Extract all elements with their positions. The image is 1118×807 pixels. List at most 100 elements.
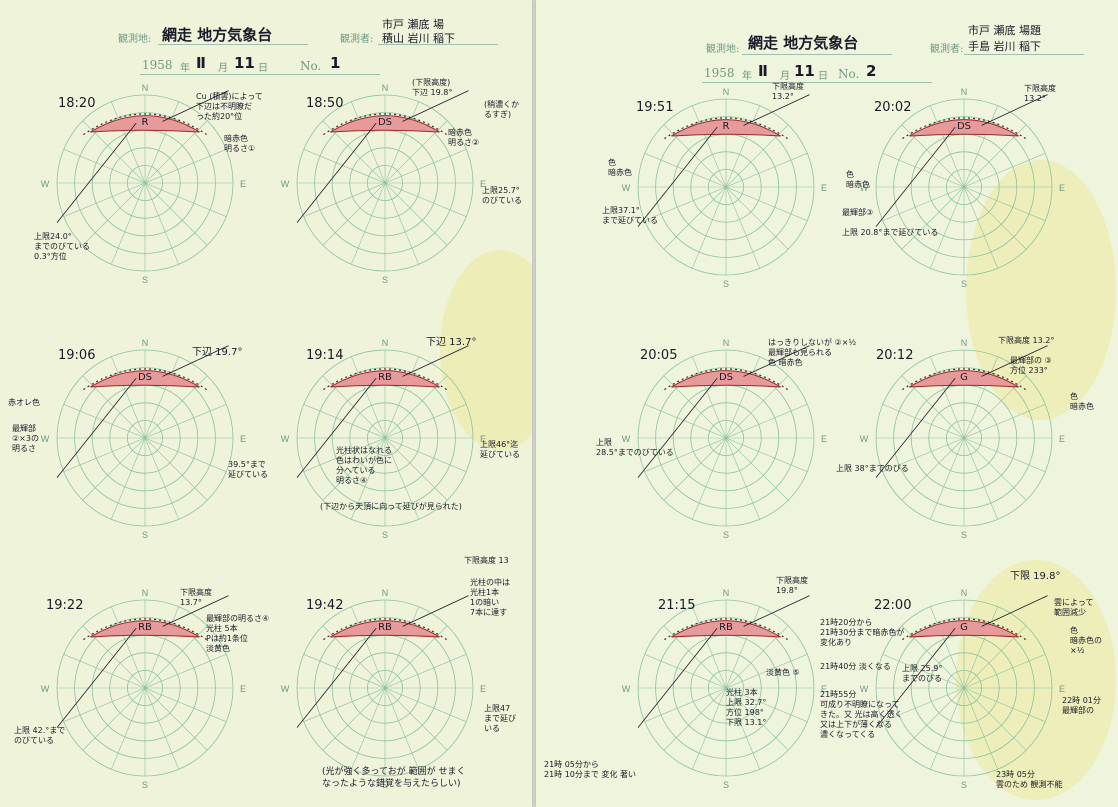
horizon-hatch (664, 368, 788, 391)
panel-note: 最輝部③ (842, 208, 874, 217)
panel-note: 23時 05分 雲のため 観測不能 (996, 770, 1063, 789)
compass-n: N (961, 87, 968, 97)
panel-note: 上限 42.°まで のびている (14, 726, 66, 745)
annotation-pointer (743, 595, 810, 627)
panel-note: 最輝部 ②×3の 明るさ (12, 424, 39, 453)
compass-e: E (480, 179, 486, 189)
panel-note: 色 暗赤色 (608, 158, 632, 177)
compass-s: S (961, 780, 967, 790)
compass-e: E (1059, 434, 1065, 444)
panel-time: 18:50 (306, 96, 344, 111)
date-day: 11 (794, 62, 815, 80)
observers-line1: 市戸 瀬底 場題 (968, 24, 1041, 37)
compass-w: W (622, 434, 631, 444)
date-day-unit: 日 (258, 63, 268, 74)
paper-stain (440, 250, 532, 450)
site-underline (742, 54, 892, 55)
site-label: 観測地: (118, 34, 152, 45)
panel-note: 下限高度 13.2° (1024, 84, 1056, 103)
aurora-band (90, 370, 200, 388)
aurora-form-label: DS (719, 372, 733, 383)
compass-n: N (142, 588, 149, 598)
azimuth-line (63, 149, 227, 217)
panel-note: 22時 01分 最輝部の (1062, 696, 1101, 715)
compass-s: S (723, 279, 729, 289)
panel-note: 下辺 19.7° (192, 347, 243, 358)
aurora-form-label: DS (957, 121, 971, 132)
panel-note: 下限高度 19.8° (776, 576, 808, 595)
panel-note: 光柱状はなれる 色はわいが色に 分へている 明るさ④ (336, 446, 392, 485)
azimuth-line (644, 153, 808, 221)
panel-note: 上限 20.8°まで延びている (842, 228, 939, 237)
aurora-band (330, 370, 440, 388)
observer-label: 観測者: (930, 44, 964, 55)
observers-line2: 積山 岩川 稲下 (382, 32, 455, 45)
annotation-pointer (56, 122, 137, 223)
compass-e: E (480, 434, 486, 444)
azimuth-line (644, 404, 808, 472)
panel-note: 上限47 まで延び いる (484, 704, 516, 733)
compass-w: W (281, 434, 290, 444)
annotation-pointer (296, 122, 377, 223)
panel-time: 22:00 (874, 598, 912, 613)
panel-note: 下辺 13.7° (426, 337, 477, 348)
compass-w: W (860, 434, 869, 444)
compass-n: N (723, 588, 730, 598)
compass-s: S (382, 530, 388, 540)
panel-note: 暗赤色 明るさ② (448, 128, 480, 147)
compass-e: E (821, 684, 827, 694)
compass-w: W (860, 183, 869, 193)
aurora-form-label: R (723, 121, 730, 132)
azimuth-line (63, 404, 227, 472)
compass-n: N (382, 588, 389, 598)
aurora-band (330, 620, 440, 638)
sheet-no-label: No. (838, 67, 860, 81)
annotation-pointer (56, 377, 137, 478)
date-year-unit: 年 (742, 71, 752, 82)
aurora-form-label: DS (138, 372, 152, 383)
panel-note: 最輝部の ③ 方位 233° (1010, 356, 1052, 375)
horizon-hatch (664, 117, 788, 140)
panel-note: 淡黄色 ⑤ (766, 668, 800, 677)
compass-s: S (723, 780, 729, 790)
annotation-pointer (875, 377, 956, 478)
panel-note: Cu (積雲)によって 下辺は不明瞭だ った約20°位 (196, 92, 263, 121)
compass-w: W (41, 684, 50, 694)
aurora-form-label: DS (378, 117, 392, 128)
site-label: 観測地: (706, 44, 740, 55)
compass-e: E (1059, 183, 1065, 193)
panel-note: (下辺から天頂に向って延びが見られた) (320, 502, 462, 511)
compass-n: N (961, 338, 968, 348)
azimuth-line (644, 654, 808, 722)
panel-time: 19:14 (306, 348, 344, 363)
date-month: Ⅱ (196, 54, 206, 72)
observers-line1: 市戸 瀬底 場 (382, 18, 444, 31)
annotation-pointer (981, 94, 1048, 126)
panel-time: 19:42 (306, 598, 344, 613)
annotation-pointer (162, 595, 229, 627)
panel-note: 39.5°まで 延びている (228, 460, 268, 479)
site-value: 網走 地方気象台 (162, 26, 273, 44)
date-underline (140, 74, 380, 75)
compass-w: W (41, 179, 50, 189)
panel-time: 18:20 (58, 96, 96, 111)
observer-underline (378, 44, 498, 45)
compass-e: E (240, 179, 246, 189)
aurora-band (909, 620, 1019, 638)
compass-n: N (382, 338, 389, 348)
date-month-unit: 月 (780, 71, 790, 82)
annotation-pointer (296, 377, 377, 478)
annotation-pointer (981, 595, 1048, 627)
horizon-hatch (323, 618, 447, 641)
azimuth-line (303, 654, 467, 722)
panel-time: 21:15 (658, 598, 696, 613)
compass-e: E (240, 684, 246, 694)
compass-w: W (860, 684, 869, 694)
aurora-form-label: RB (378, 622, 392, 633)
compass-s: S (382, 275, 388, 285)
panel-note: 下限高度 13 (464, 556, 509, 565)
panel-note: 下限高度 13.7° (180, 588, 212, 607)
annotation-pointer (162, 90, 229, 122)
compass-w: W (281, 684, 290, 694)
